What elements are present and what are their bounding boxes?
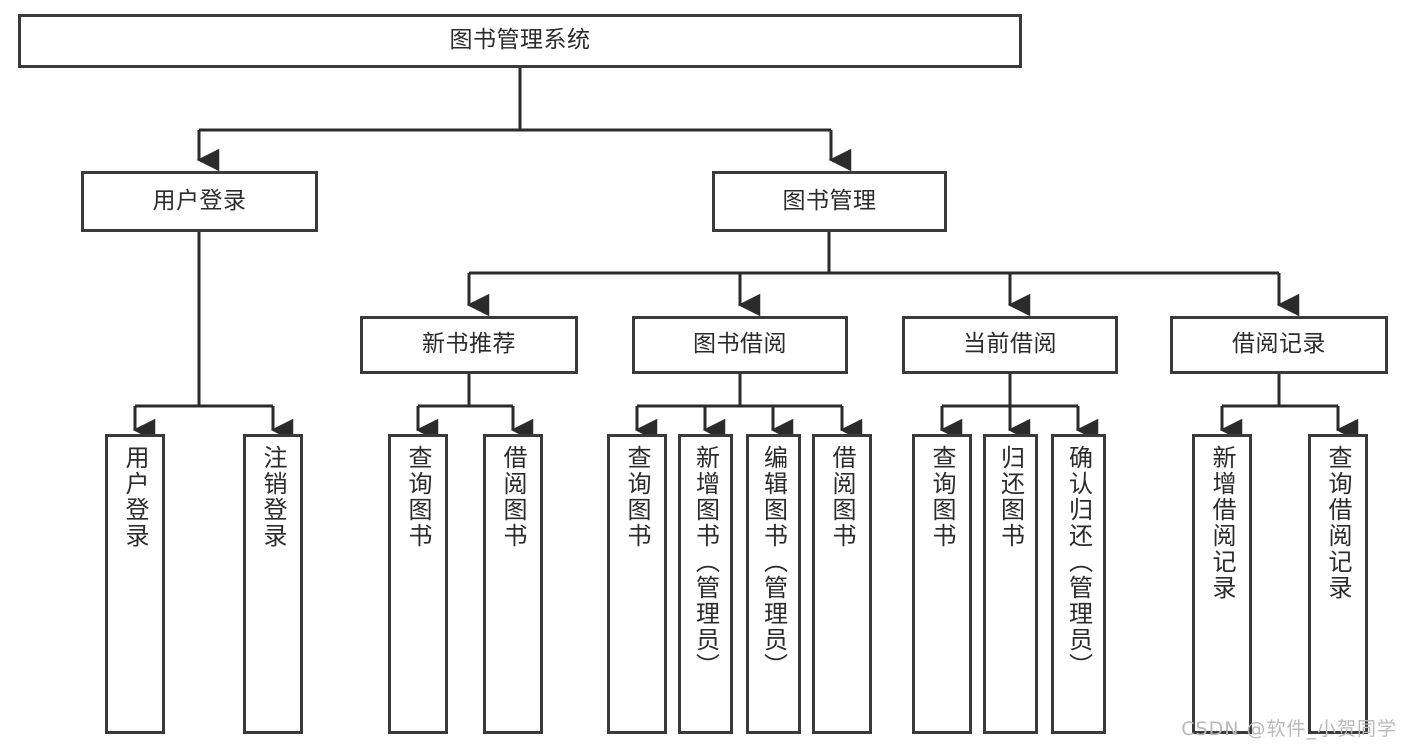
node-leaf-add-book-label: 新增图书（管理员） [691,445,720,679]
node-leaf-user-login[interactable]: 用户登录 [105,434,165,734]
node-leaf-edit-book[interactable]: 编辑图书（管理员） [746,434,801,734]
node-leaf-confirm-return[interactable]: 确认归还（管理员） [1051,434,1106,734]
node-leaf-logout[interactable]: 注销登录 [243,434,303,734]
node-leaf-query-book-2[interactable]: 查询图书 [607,434,667,734]
node-leaf-query-record-label: 查询借阅记录 [1324,445,1352,601]
node-new-book-rec-label: 新书推荐 [422,331,516,358]
node-leaf-borrow-book-1-label: 借阅图书 [499,445,527,549]
node-leaf-query-book-1-label: 查询图书 [404,445,432,549]
node-leaf-return-book[interactable]: 归还图书 [983,434,1038,734]
node-borrow-record[interactable]: 借阅记录 [1170,316,1388,374]
node-leaf-add-record-label: 新增借阅记录 [1208,445,1236,601]
node-user-login[interactable]: 用户登录 [81,171,318,232]
node-book-borrow[interactable]: 图书借阅 [632,316,848,374]
node-leaf-query-record[interactable]: 查询借阅记录 [1308,434,1368,734]
node-leaf-edit-book-label: 编辑图书（管理员） [759,445,788,679]
node-leaf-query-book-1[interactable]: 查询图书 [388,434,448,734]
node-leaf-add-record[interactable]: 新增借阅记录 [1192,434,1252,734]
node-root[interactable]: 图书管理系统 [18,14,1022,68]
node-current-borrow[interactable]: 当前借阅 [902,316,1118,374]
node-leaf-user-login-label: 用户登录 [121,445,149,549]
node-leaf-confirm-return-label: 确认归还（管理员） [1064,445,1093,679]
node-borrow-record-label: 借阅记录 [1232,331,1326,358]
node-leaf-borrow-book-2[interactable]: 借阅图书 [812,434,872,734]
node-leaf-query-book-3-label: 查询图书 [928,445,956,549]
node-leaf-logout-label: 注销登录 [259,445,287,549]
node-root-label: 图书管理系统 [449,27,591,54]
node-leaf-query-book-3[interactable]: 查询图书 [912,434,972,734]
node-book-manage-label: 图书管理 [782,187,877,214]
watermark: CSDN @软件_小贺同学 [1181,718,1397,740]
node-current-borrow-label: 当前借阅 [963,331,1057,358]
node-leaf-return-book-label: 归还图书 [996,445,1025,549]
node-leaf-borrow-book-1[interactable]: 借阅图书 [483,434,543,734]
node-book-manage[interactable]: 图书管理 [712,171,947,232]
node-book-borrow-label: 图书借阅 [693,331,787,358]
node-leaf-query-book-2-label: 查询图书 [623,445,651,549]
node-leaf-add-book[interactable]: 新增图书（管理员） [678,434,733,734]
node-user-login-label: 用户登录 [152,187,247,214]
node-new-book-rec[interactable]: 新书推荐 [360,316,578,374]
node-leaf-borrow-book-2-label: 借阅图书 [828,445,856,549]
